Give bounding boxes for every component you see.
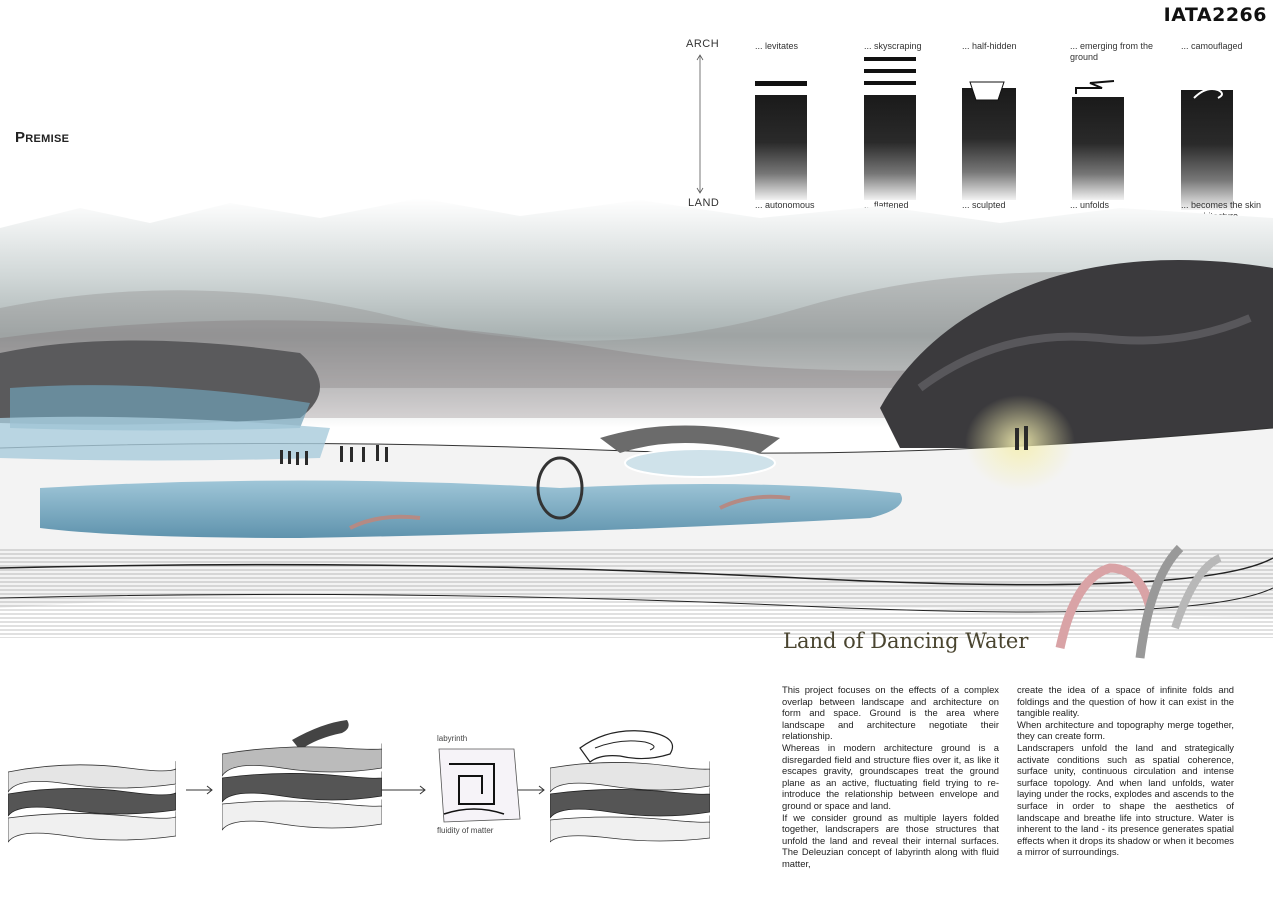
axis-label-arch: ARCH — [686, 38, 720, 50]
section-title: Premise — [15, 129, 70, 146]
landscape-rendering — [0, 198, 1273, 659]
diagram-labyrinth — [438, 748, 521, 823]
typology-3-top-caption: ... half-hidden — [962, 41, 1017, 51]
typology-2-ground-block — [864, 95, 916, 200]
typology-5-ground-block — [1181, 90, 1233, 210]
diagram-folded-labyrinth — [550, 730, 710, 843]
arrow-right-icon — [381, 785, 426, 795]
typology-4-ground-block — [1072, 97, 1124, 200]
typology-2-slab-3 — [864, 81, 916, 85]
typology-4-bottom-caption: ... unfolds — [1070, 200, 1110, 210]
diagram-label-fluidity: fluidity of matter — [437, 826, 494, 835]
arrow-right-icon — [518, 785, 545, 795]
typology-5-top-caption: ... camouflaged — [1181, 41, 1243, 51]
typology-4-emerging-form — [1075, 80, 1115, 94]
body-text-column-1: This project focuses on the effects of a… — [782, 684, 999, 870]
typology-1-ground-block — [755, 95, 807, 200]
paragraph: create the idea of a space of infinite f… — [1017, 684, 1234, 719]
diagram-label-labyrinth: labyrinth — [437, 734, 468, 743]
typology-3-sunken-form — [969, 81, 1005, 101]
typology-2-top-caption: ... skyscraping — [864, 41, 922, 51]
paragraph: Whereas in modern architecture ground is… — [782, 741, 999, 811]
axis-label-land: LAND — [688, 197, 720, 209]
typology-5-skin-form — [1193, 88, 1223, 99]
body-text-column-2: create the idea of a space of infinite f… — [1017, 684, 1234, 858]
typology-1-slab — [755, 81, 807, 86]
typology-4-top-caption: ... emerging from the ground — [1070, 41, 1154, 62]
diagram-unfolding-layers — [222, 720, 382, 831]
vertical-double-arrow-icon — [696, 54, 704, 194]
paragraph: When architecture and topography merge t… — [1017, 718, 1234, 742]
typology-1-bottom-caption: ... autonomous — [755, 200, 815, 210]
typology-2-slab-2 — [864, 69, 916, 73]
arrow-right-icon — [186, 785, 213, 795]
project-title: Land of Dancing Water — [783, 629, 1029, 653]
paragraph: Landscrapers unfold the land and strateg… — [1017, 741, 1234, 858]
paragraph: If we consider ground as multiple layers… — [782, 811, 999, 869]
typology-2-bottom-caption: ... flattened — [864, 200, 909, 210]
typology-1-top-caption: ... levitates — [755, 41, 799, 51]
typology-2-slab-1 — [864, 57, 916, 61]
typology-3-bottom-caption: ... sculpted — [962, 200, 1006, 210]
diagram-ground-layers — [8, 760, 176, 843]
paragraph: This project focuses on the effects of a… — [782, 684, 999, 742]
typology-3-ground-block — [962, 88, 1016, 200]
project-code: IATA2266 — [1163, 4, 1267, 26]
